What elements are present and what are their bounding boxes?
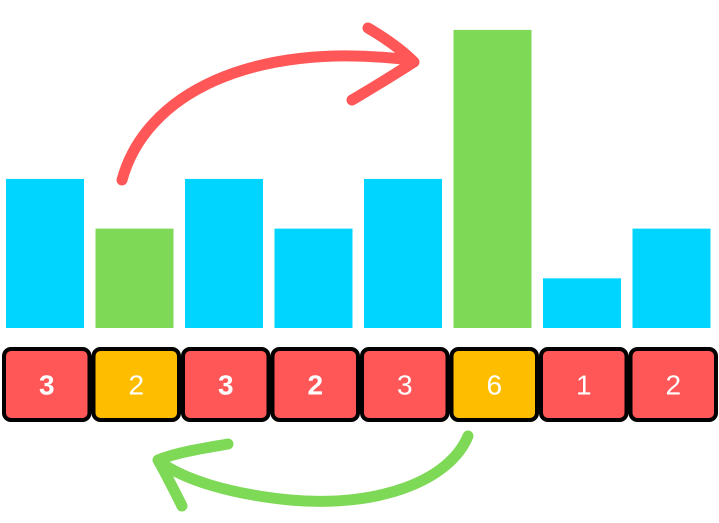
array-cell-label-1: 2 <box>128 370 144 401</box>
bar-6 <box>543 278 621 328</box>
bar-3 <box>274 228 353 328</box>
array-cell-7 <box>628 347 718 422</box>
array-cell-6 <box>539 347 629 422</box>
array-cell-3 <box>270 347 360 422</box>
bar-5-highlighted <box>453 29 532 328</box>
array-cell-label-2: 3 <box>218 370 234 401</box>
array-cell-2 <box>181 347 271 422</box>
swap-arrows <box>116 22 474 512</box>
array-cell-label-4: 3 <box>397 370 413 401</box>
bar-1-highlighted <box>95 228 174 328</box>
bar-4 <box>364 178 442 328</box>
bar-0 <box>6 178 84 328</box>
array-cell-0 <box>2 347 92 422</box>
array-cell-1-highlighted <box>91 347 181 422</box>
top-arrow-icon <box>116 22 420 186</box>
array-cell-label-6: 1 <box>576 370 592 401</box>
bars <box>6 29 711 328</box>
array-cell-label-3: 2 <box>307 370 323 401</box>
array-cell-label-5: 6 <box>486 370 502 401</box>
bar-7 <box>632 228 711 328</box>
array-cell-5-highlighted <box>449 347 539 422</box>
array-cell-label-0: 3 <box>39 370 55 401</box>
bar-2 <box>185 178 263 328</box>
array-cell-label-7: 2 <box>665 370 681 401</box>
array-cells: 3 2 3 2 3 6 1 2 <box>2 347 718 422</box>
bottom-arrow-icon <box>152 430 474 512</box>
array-cell-4 <box>360 347 450 422</box>
